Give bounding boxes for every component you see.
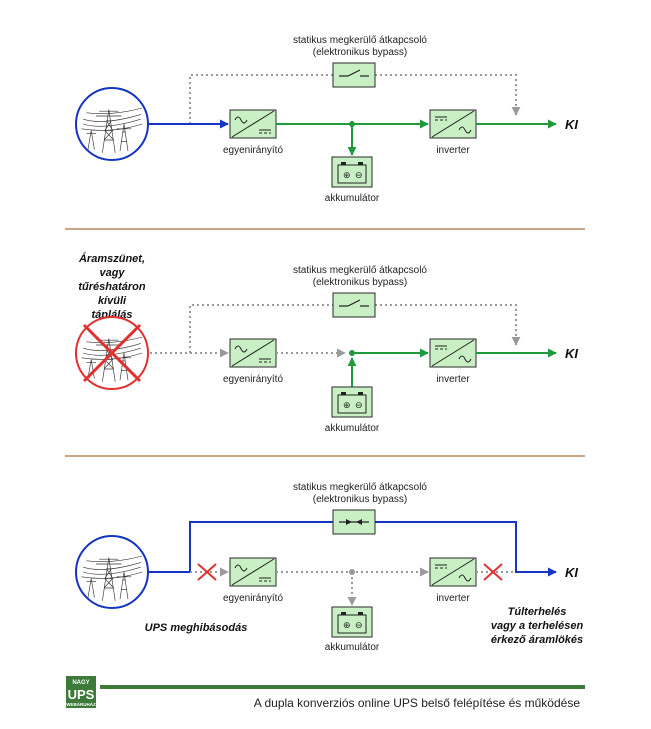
panel-power-outage: Áramszünet, vagy tűréshatáron kívüli táp…	[75, 252, 578, 434]
panel-normal-operation: statikus megkerülő átkapcsoló (elektroni…	[75, 35, 578, 204]
bypass-path-in	[189, 74, 333, 124]
logo: NAGY UPS WEBÁRUHÁZ	[66, 676, 96, 708]
bypass-path-out	[375, 74, 521, 116]
rectifier-block	[229, 338, 277, 368]
bypass-switch	[332, 292, 376, 318]
output-label: KI	[565, 565, 578, 580]
footer: NAGY UPS WEBÁRUHÁZ A dupla konverziós on…	[66, 676, 585, 710]
battery-label: akkumulátor	[325, 193, 380, 204]
footer-bar	[100, 685, 585, 689]
battery-block	[331, 606, 373, 638]
inverter-block	[429, 557, 477, 587]
overload-line-3: érkező áramlökés	[491, 634, 583, 646]
battery-block	[331, 156, 373, 188]
outage-line-2: vagy	[99, 267, 125, 279]
rectifier-label: egyenirányító	[223, 145, 283, 156]
outage-line-4: kívüli	[98, 295, 127, 307]
bypass-label-line2: (elektronikus bypass)	[313, 277, 407, 288]
overload-line-1: Túlterhelés	[508, 606, 567, 618]
dc-junction	[349, 350, 355, 356]
output-label: KI	[565, 346, 578, 361]
bypass-path-out	[375, 304, 521, 346]
rectifier-block	[229, 109, 277, 139]
footer-caption: A dupla konverziós online UPS belső felé…	[254, 696, 581, 710]
overload-line-2: vagy a terhelésen	[491, 620, 584, 632]
outage-line-3: tűréshatáron	[78, 281, 146, 293]
grid-failed-icon	[75, 316, 149, 390]
bypass-path-in	[148, 521, 333, 573]
bypass-label-line2: (elektronikus bypass)	[313, 47, 407, 58]
grid-source-icon	[75, 535, 149, 609]
logo-top-text: NAGY	[72, 680, 89, 686]
ups-fault-label: UPS meghibásodás	[145, 622, 248, 634]
bypass-label-line2: (elektronikus bypass)	[313, 494, 407, 505]
inverter-block	[429, 338, 477, 368]
rectifier-block	[229, 557, 277, 587]
inverter-label: inverter	[436, 145, 470, 156]
bypass-label-line1: statikus megkerülő átkapcsoló	[293, 482, 427, 493]
logo-bottom-text: WEBÁRUHÁZ	[66, 701, 96, 707]
rectifier-label: egyenirányító	[223, 374, 283, 385]
bypass-path-in	[189, 304, 333, 353]
bypass-path-out	[375, 521, 557, 577]
rectifier-label: egyenirányító	[223, 593, 283, 604]
grid-source-icon	[75, 87, 149, 161]
bypass-switch	[332, 62, 376, 88]
cross-icon	[483, 563, 503, 581]
outage-line-1: Áramszünet,	[78, 252, 145, 265]
bypass-switch-closed	[332, 509, 376, 535]
battery-block	[331, 386, 373, 418]
cross-icon	[197, 563, 217, 581]
output-label: KI	[565, 117, 578, 132]
panel-bypass-operation: statikus megkerülő átkapcsoló (elektroni…	[75, 482, 584, 653]
bypass-label-line1: statikus megkerülő átkapcsoló	[293, 265, 427, 276]
inverter-label: inverter	[436, 374, 470, 385]
battery-label: akkumulátor	[325, 423, 380, 434]
inverter-label: inverter	[436, 593, 470, 604]
logo-main-text: UPS	[68, 687, 95, 702]
bypass-label-line1: statikus megkerülő átkapcsoló	[293, 35, 427, 46]
inverter-block	[429, 109, 477, 139]
battery-label: akkumulátor	[325, 642, 380, 653]
